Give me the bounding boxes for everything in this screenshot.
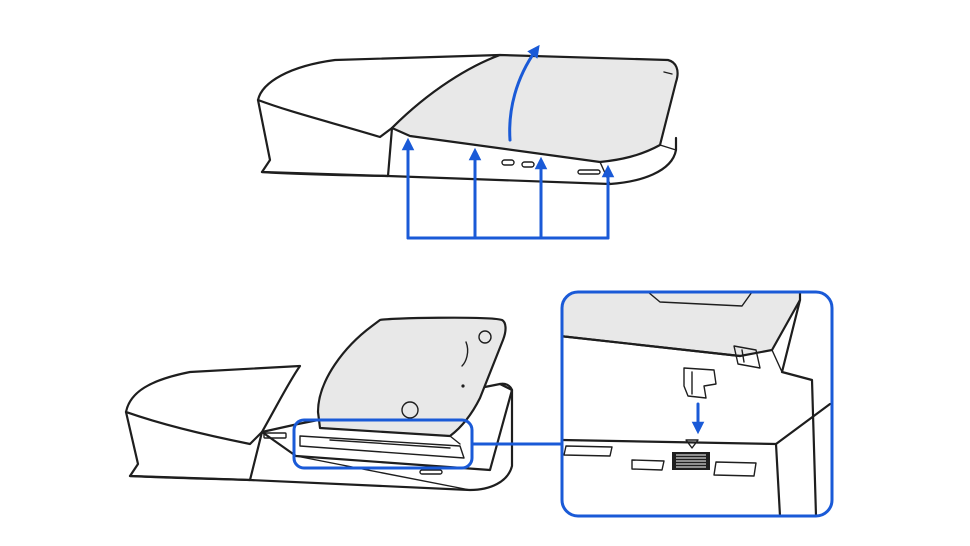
connector-rail bbox=[299, 435, 465, 459]
drive-latch bbox=[683, 367, 717, 399]
usb-port bbox=[521, 161, 535, 168]
release-point-arrows bbox=[401, 137, 615, 240]
usb-port bbox=[501, 159, 515, 166]
zoom-callout-icon bbox=[560, 290, 834, 518]
left-cover bbox=[124, 364, 302, 446]
alignment-triangle-icon bbox=[685, 439, 699, 449]
console-body-side bbox=[256, 98, 394, 178]
power-button bbox=[419, 469, 443, 475]
screw-hole bbox=[401, 401, 419, 419]
screw-hole bbox=[478, 330, 492, 344]
power-button bbox=[577, 169, 601, 175]
console-base bbox=[260, 136, 678, 186]
lift-up-arrow-icon bbox=[508, 44, 540, 142]
zoom-callout-border bbox=[560, 290, 834, 518]
console-bottom-view bbox=[124, 316, 514, 492]
right-cover-panel bbox=[390, 53, 679, 164]
tilted-drive-panel bbox=[316, 316, 507, 438]
console-top-view bbox=[256, 53, 679, 186]
